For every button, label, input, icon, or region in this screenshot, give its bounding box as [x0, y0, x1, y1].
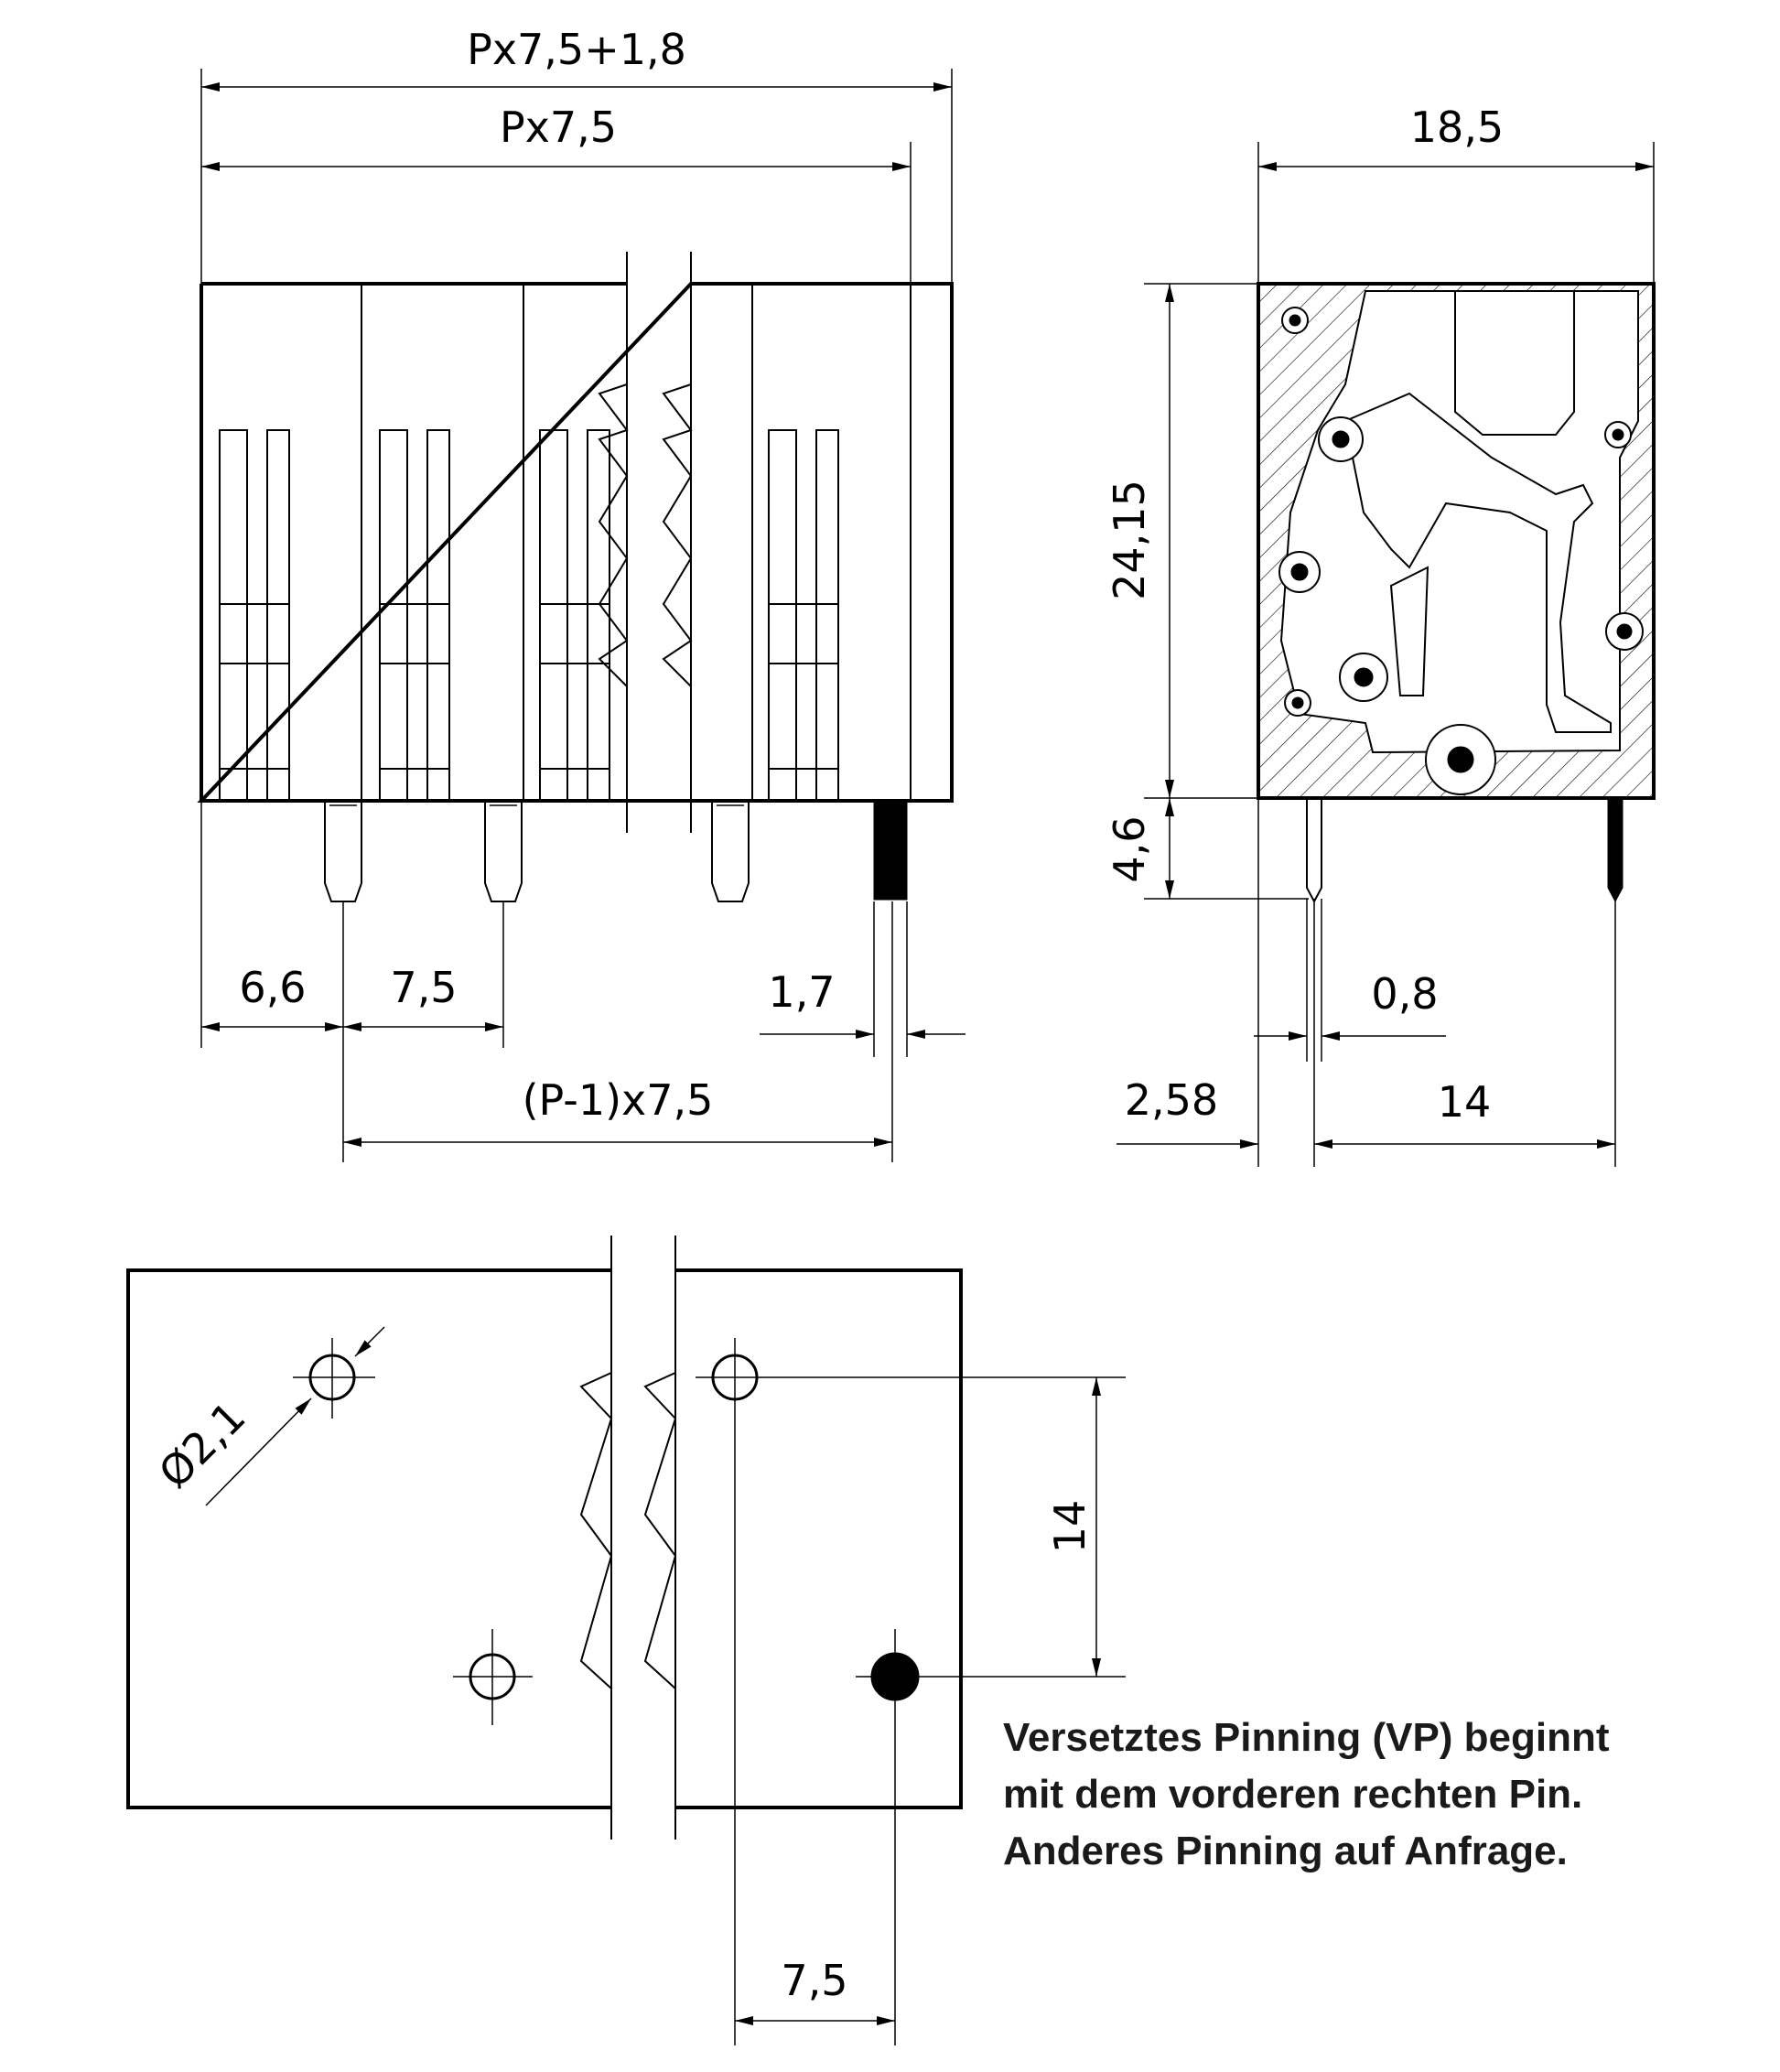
dim-hole-diameter: Ø2,1 — [149, 1326, 385, 1506]
hole-top-left — [293, 1338, 375, 1419]
svg-text:14: 14 — [1045, 1500, 1095, 1554]
rivet-holes — [1278, 307, 1644, 795]
note-line-1: Versetztes Pinning (VP) beginnt — [1003, 1715, 1610, 1760]
dim-row-distance: 14 — [1045, 1377, 1101, 1677]
rear-pin — [1607, 797, 1624, 903]
hole-bottom-right-start — [856, 1629, 1126, 2045]
svg-text:7,5: 7,5 — [390, 963, 457, 1012]
svg-text:18,5: 18,5 — [1410, 103, 1504, 152]
hole-bottom-left — [453, 1629, 533, 1725]
footprint-view: Ø2,1 14 7,5 — [126, 1236, 1126, 2045]
front-pin — [1306, 798, 1322, 904]
dim-overall-width: Px7,5+1,8 — [200, 25, 953, 284]
dim-end-offset: 1,7 — [760, 901, 966, 1162]
svg-text:Ø2,1: Ø2,1 — [149, 1392, 255, 1498]
dim-pin-span: (P-1)x7,5 — [343, 1075, 892, 1147]
pin-1 — [324, 801, 362, 902]
svg-text:24,15: 24,15 — [1105, 480, 1154, 600]
dim-pitch-width: Px7,5 — [201, 103, 912, 284]
svg-text:Px7,5+1,8: Px7,5+1,8 — [467, 25, 686, 74]
svg-text:1,7: 1,7 — [768, 967, 835, 1017]
pole-1 — [219, 429, 290, 802]
front-view: Px7,5+1,8 Px7,5 6,6 7,5 1,7 — [197, 25, 966, 1162]
dim-pitch: 7,5 — [343, 901, 504, 1048]
pinning-note: Versetztes Pinning (VP) beginnt mit dem … — [1003, 1710, 1753, 1880]
dim-depth: 18,5 — [1257, 103, 1655, 284]
dim-first-pin: 6,6 — [200, 801, 344, 1162]
hole-top-right — [696, 1338, 1126, 2045]
pin-4-section — [873, 800, 908, 901]
dim-pin-thickness: 0,8 — [1254, 899, 1446, 1062]
svg-text:7,5: 7,5 — [781, 1956, 847, 2005]
svg-text:4,6: 4,6 — [1105, 815, 1154, 882]
side-view: 18,5 24,15 4,6 0,8 2,58 — [1105, 103, 1656, 1167]
pole-4 — [768, 429, 839, 802]
pole-3 — [539, 429, 610, 802]
dim-front-pin-offset: 2,58 — [1117, 798, 1315, 1167]
dim-stagger-pitch: 7,5 — [735, 1956, 895, 2025]
pole-2 — [379, 429, 450, 802]
note-line-3: Anderes Pinning auf Anfrage. — [1003, 1829, 1568, 1873]
svg-text:2,58: 2,58 — [1125, 1075, 1218, 1125]
dim-height: 24,15 — [1105, 283, 1258, 799]
pin-2 — [484, 801, 523, 902]
svg-text:(P-1)x7,5: (P-1)x7,5 — [523, 1075, 714, 1125]
svg-text:0,8: 0,8 — [1371, 969, 1438, 1019]
note-line-2: mit dem vorderen rechten Pin. — [1003, 1772, 1583, 1817]
svg-text:6,6: 6,6 — [239, 963, 306, 1012]
dim-pin-length: 4,6 — [1105, 798, 1309, 900]
svg-text:Px7,5: Px7,5 — [500, 103, 617, 152]
pin-3 — [711, 801, 750, 902]
dim-pin-row-distance: 14 — [1314, 899, 1616, 1167]
svg-text:14: 14 — [1438, 1077, 1492, 1127]
